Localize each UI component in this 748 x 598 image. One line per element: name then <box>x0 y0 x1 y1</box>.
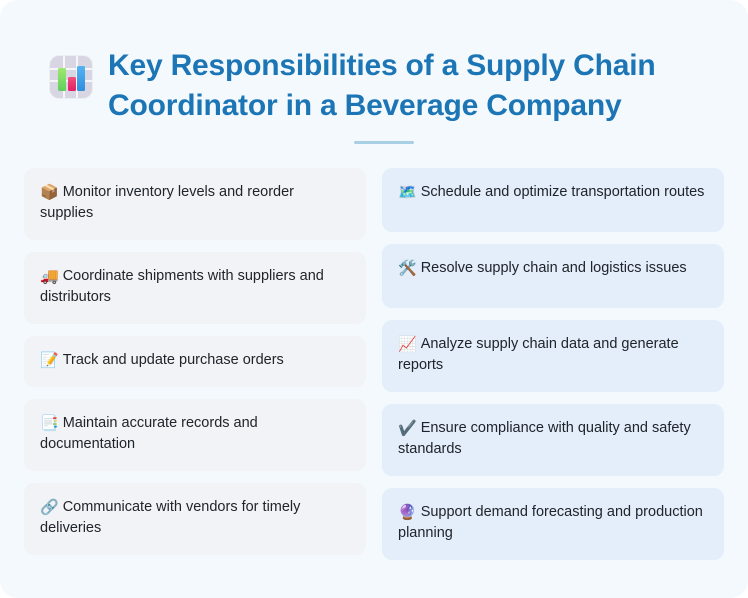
world-map-icon: 🗺️ <box>398 183 417 201</box>
list-item[interactable]: 📑Maintain accurate records and documenta… <box>24 399 366 471</box>
list-item-label: Maintain accurate records and documentat… <box>40 415 258 452</box>
memo-icon: 📝 <box>40 351 59 369</box>
bookmark-tabs-icon: 📑 <box>40 414 59 432</box>
list-item[interactable]: 🛠️Resolve supply chain and logistics iss… <box>382 244 724 308</box>
list-item-label: Coordinate shipments with suppliers and … <box>40 268 324 305</box>
hammer-and-wrench-icon: 🛠️ <box>398 259 417 277</box>
chart-increasing-icon: 📈 <box>398 335 417 353</box>
bar-chart-icon <box>50 56 92 98</box>
title-block: Key Responsibilities of a Supply Chain C… <box>108 46 718 144</box>
list-item-label: Ensure compliance with quality and safet… <box>398 420 691 457</box>
list-item[interactable]: 🔮Support demand forecasting and producti… <box>382 488 724 560</box>
list-item-label: Communicate with vendors for timely deli… <box>40 499 301 536</box>
list-item-label: Schedule and optimize transportation rou… <box>420 184 705 200</box>
list-item-label: Support demand forecasting and productio… <box>398 504 703 541</box>
list-item-label: Resolve supply chain and logistics issue… <box>420 260 687 276</box>
list-item[interactable]: 📝Track and update purchase orders <box>24 336 366 387</box>
list-item[interactable]: 🔗Communicate with vendors for timely del… <box>24 483 366 555</box>
list-item[interactable]: 🗺️Schedule and optimize transportation r… <box>382 168 724 232</box>
check-mark-icon: ✔️ <box>398 419 417 437</box>
crystal-ball-icon: 🔮 <box>398 503 417 521</box>
page-title: Key Responsibilities of a Supply Chain C… <box>108 49 656 122</box>
title-divider <box>354 141 414 144</box>
list-item[interactable]: 🚚Coordinate shipments with suppliers and… <box>24 252 366 324</box>
list-item[interactable]: 📦Monitor inventory levels and reorder su… <box>24 168 366 240</box>
list-item-label: Monitor inventory levels and reorder sup… <box>40 184 294 221</box>
left-column: 📦Monitor inventory levels and reorder su… <box>24 168 366 560</box>
list-item-label: Track and update purchase orders <box>62 352 284 368</box>
header: Key Responsibilities of a Supply Chain C… <box>0 0 748 144</box>
list-item[interactable]: ✔️Ensure compliance with quality and saf… <box>382 404 724 476</box>
list-item[interactable]: 📈Analyze supply chain data and generate … <box>382 320 724 392</box>
delivery-truck-icon: 🚚 <box>40 267 59 285</box>
list-item-label: Analyze supply chain data and generate r… <box>398 336 679 373</box>
link-icon: 🔗 <box>40 498 59 516</box>
package-icon: 📦 <box>40 183 59 201</box>
right-column: 🗺️Schedule and optimize transportation r… <box>382 168 724 560</box>
responsibility-columns: 📦Monitor inventory levels and reorder su… <box>0 168 748 560</box>
